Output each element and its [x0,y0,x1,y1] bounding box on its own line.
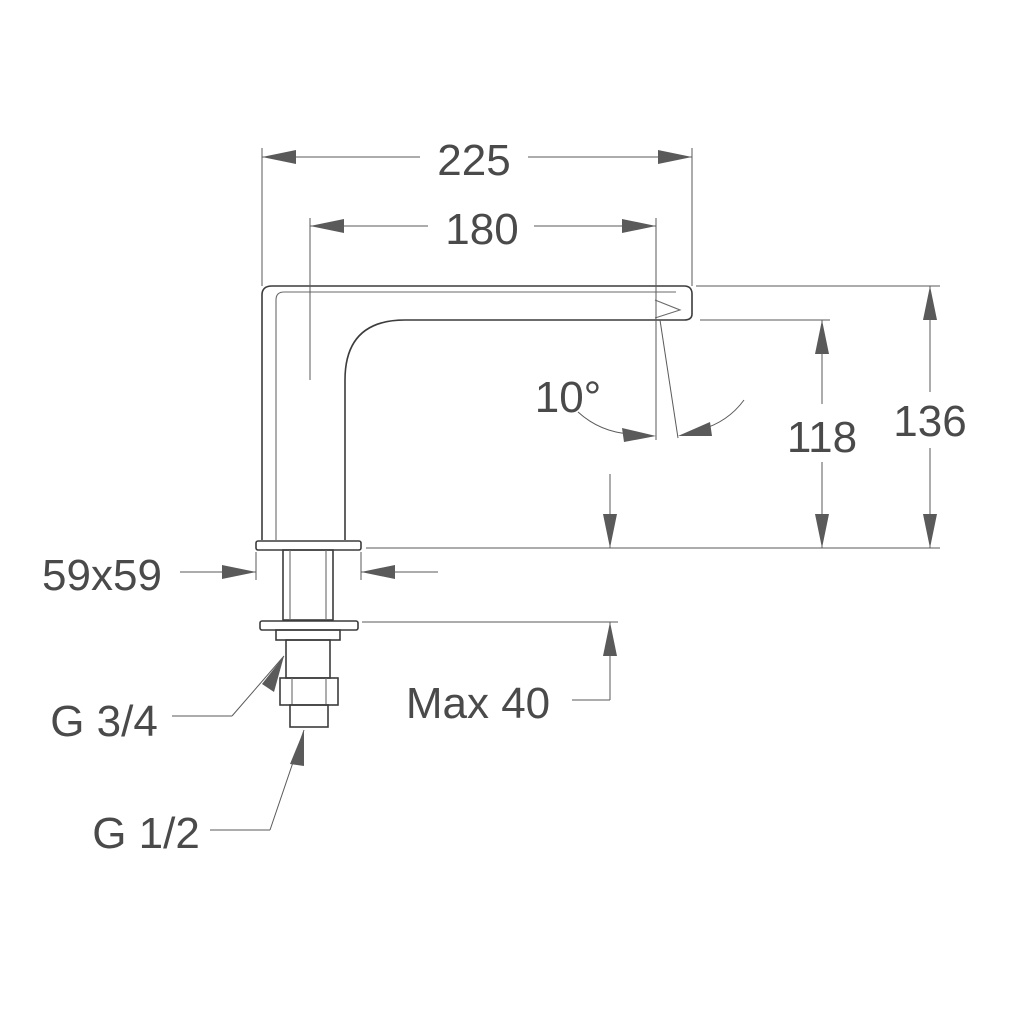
arrow-angle-left [622,428,656,442]
dimension-label-base: 59x59 [42,551,162,600]
arrow-leader [290,730,304,766]
arrow-left [361,565,395,579]
dimension-angle: 10° [535,319,745,442]
arrow-down [815,514,829,548]
arrow-angle-right [678,422,712,436]
spout-outer-profile [261,285,693,540]
arrow-down [923,514,937,548]
callout-g12: G 1/2 [92,729,305,858]
escutcheon-plate [255,540,362,551]
dimension-label-max-40: Max 40 [406,679,550,728]
spout-body [261,285,693,540]
dimension-label-180: 180 [445,205,518,254]
dimension-118: 118 [700,319,857,548]
dimension-59x59: 59x59 [42,551,438,600]
thread-g34-section [285,639,331,679]
hex-nut [279,677,339,706]
arrow-up [923,286,937,320]
arrow-right [658,150,692,164]
arrow-up [815,320,829,354]
connector-g12 [289,704,329,728]
callout-g34: G 3/4 [50,655,285,746]
arrow-right [222,565,256,579]
fixing-washer [259,620,359,631]
dimension-180: 180 [309,205,657,440]
dimension-label-225: 225 [437,136,510,185]
arrow-leader [262,656,284,692]
arrow-left [262,150,296,164]
angle-ray [659,319,679,439]
dimension-label-angle: 10° [535,373,602,422]
leader-line [231,655,285,717]
arrow-left [310,219,344,233]
arrow-right [622,219,656,233]
dimension-max-40: Max 40 [362,621,618,728]
dimension-225: 225 [261,136,693,286]
callout-label-g34: G 3/4 [50,697,158,746]
dimension-136: 136 [696,285,967,548]
dimension-label-118: 118 [787,413,857,462]
dimension-label-136: 136 [893,397,966,446]
fixing-nut [275,629,341,641]
upper-shank [282,549,334,621]
spout-inner-contour [275,291,676,540]
callout-label-g12: G 1/2 [92,809,200,858]
mounting-assembly [255,540,362,728]
arrow-up [603,622,617,656]
arrow-down [603,514,617,548]
spout-outlet-tip [654,299,682,319]
